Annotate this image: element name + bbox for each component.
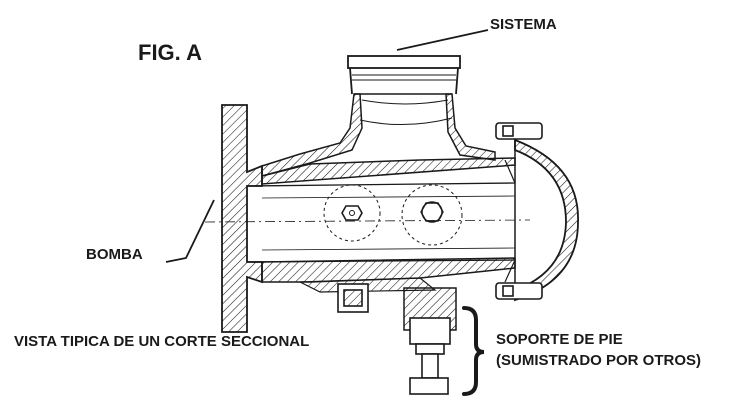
support-brace [462, 306, 485, 396]
system-nozzle [347, 55, 461, 125]
left-port-circle [323, 184, 381, 242]
label-sistema: SISTEMA [490, 16, 557, 33]
drain-plug [337, 283, 369, 313]
label-vista-seccional: VISTA TIPICA DE UN CORTE SECCIONAL [14, 333, 310, 350]
right-port-circle [401, 184, 463, 246]
label-soporte-line1: SOPORTE DE PIE [496, 331, 623, 348]
pipe-support-stand [403, 287, 457, 395]
left-flange [221, 104, 263, 333]
label-soporte: SOPORTE DE PIE (SUMISTRADO POR OTROS) [496, 329, 701, 371]
sistema-leader [396, 29, 489, 51]
figure-title: FIG. A [138, 40, 202, 65]
end-cover [514, 138, 579, 302]
lower-body-wall [261, 257, 516, 293]
upper-body-wall [261, 93, 516, 185]
label-soporte-line2: (SUMISTRADO POR OTROS) [496, 352, 701, 369]
cover-bolts [495, 122, 543, 300]
bomba-leader [165, 199, 215, 263]
label-bomba: BOMBA [86, 246, 143, 263]
inner-tube [204, 159, 531, 283]
